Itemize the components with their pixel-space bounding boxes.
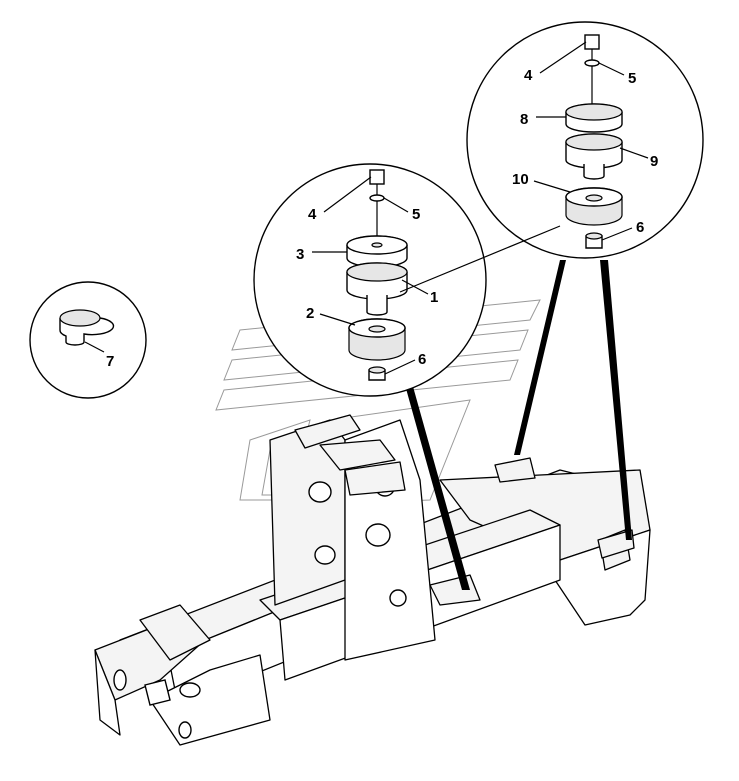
tractor-frame — [94, 414, 651, 746]
callout-9: 9 — [650, 153, 658, 170]
callout-6-right: 6 — [636, 219, 644, 236]
bolt-head-icon — [584, 34, 600, 50]
callout-1: 1 — [430, 289, 438, 306]
lower-rubber-mount-icon — [346, 262, 408, 282]
callout-10: 10 — [512, 171, 529, 188]
plug-detail: 7 — [29, 281, 147, 399]
upper-rubber-mount-icon — [565, 103, 623, 121]
callout-3: 3 — [296, 246, 304, 263]
bolt-head-icon — [369, 169, 385, 185]
callout-6-left: 6 — [418, 351, 426, 368]
detail-leader-bands — [405, 260, 632, 590]
callout-4-right: 4 — [524, 67, 533, 84]
washer-icon — [369, 194, 385, 202]
lower-rubber-mount-icon — [565, 133, 623, 151]
callout-8: 8 — [520, 111, 528, 128]
callout-5-left: 5 — [412, 206, 420, 223]
callout-7: 7 — [106, 353, 114, 370]
right-mount-detail: 4 5 8 9 10 6 — [399, 21, 704, 293]
left-mount-detail: 4 5 3 1 2 6 — [253, 163, 487, 397]
callout-5-right: 5 — [628, 70, 636, 87]
callout-4-left: 4 — [308, 206, 317, 223]
washer-icon — [584, 59, 600, 67]
callout-2: 2 — [306, 305, 314, 322]
